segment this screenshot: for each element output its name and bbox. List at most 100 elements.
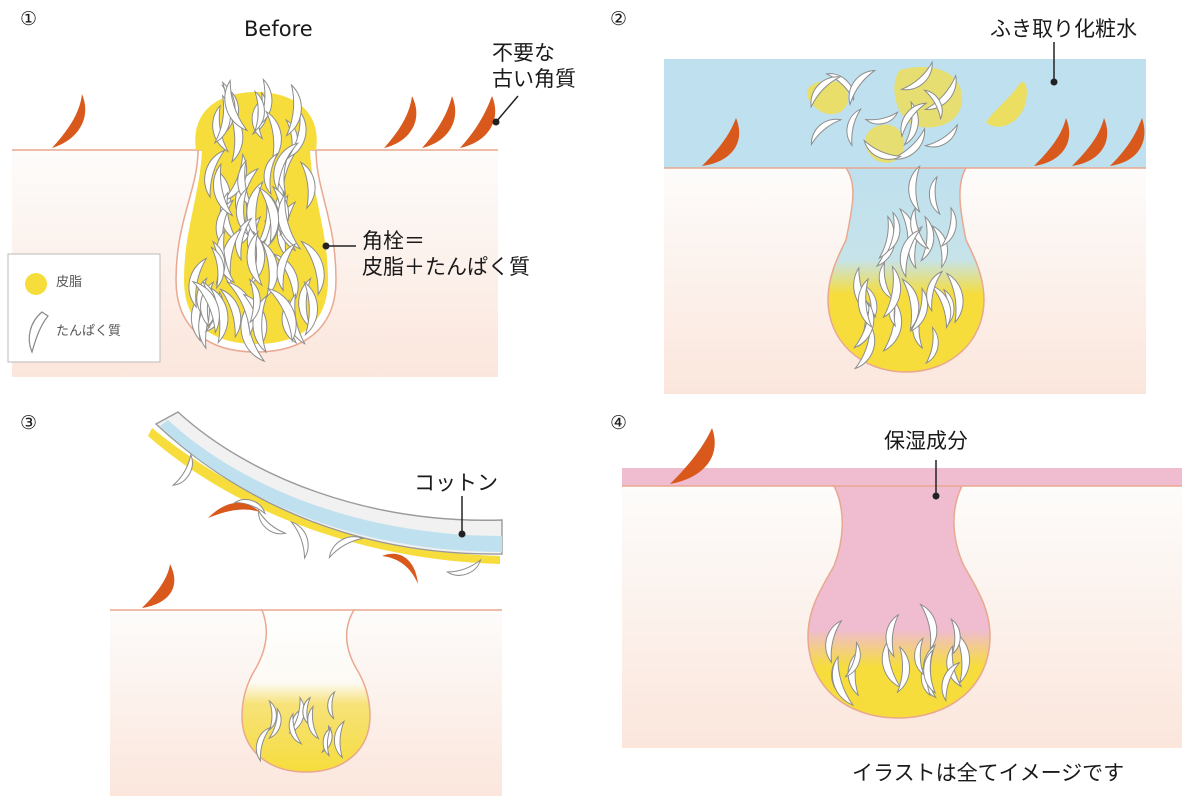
panel-1-title: Before [244,17,313,41]
p3-cotton-toner [160,420,502,552]
protein-flake-icon [266,287,297,343]
protein-flake-icon [328,536,365,560]
protein-flake-icon [910,206,930,250]
p3-leader-dot [458,530,466,538]
panel-4 [622,428,1182,748]
protein-flake-icon [853,323,876,370]
protein-flake-icon [908,164,921,214]
panel-3-number: ③ [20,412,38,434]
legend [7,253,161,363]
protein-flake-icon [267,706,282,740]
protein-flake-icon [204,149,226,199]
panel-2-number: ② [610,8,628,30]
protein-flake-icon [885,613,900,658]
protein-flake-icon [333,720,346,759]
protein-flake-icon [191,280,220,335]
protein-flake-icon [946,644,963,688]
protein-flake-icon [277,192,302,251]
old-keratin-icon [1072,118,1108,166]
protein-flake-icon [268,699,277,731]
protein-flake-icon [219,288,242,339]
legend-protein-label: たんぱく質 [56,324,122,339]
protein-flake-icon [258,186,279,245]
protein-flake-icon [288,712,303,745]
panel-3 [110,411,503,796]
protein-flake-icon [249,230,266,286]
protein-flake-icon [886,210,901,253]
protein-flake-icon [322,726,332,758]
protein-flake-icon [919,603,938,651]
p1-leader-dot [492,118,500,126]
old-keratin-icon [142,564,175,608]
protein-flake-icon [235,187,250,237]
old-keratin-icon [208,502,260,518]
protein-flake-icon [941,661,961,703]
protein-flake-icon [825,73,855,102]
protein-flake-icon [920,215,935,262]
protein-flake-icon [863,139,903,160]
protein-flake-icon [276,242,297,293]
protein-flake-icon [864,111,899,125]
old-keratin-icon [1034,118,1070,166]
protein-flake-icon [931,224,949,269]
legend-protein-icon [28,311,49,354]
protein-flake-icon [210,246,225,290]
protein-flake-icon [924,325,939,365]
old-keratin-icon [382,553,418,584]
protein-flake-icon [224,78,249,132]
protein-flake-icon [899,228,922,279]
protein-flake-icon [950,617,961,656]
protein-flake-icon [255,726,272,763]
protein-flake-icon [258,509,288,535]
footnote: イラストは全てイメージです [852,761,1125,785]
p1-protein-flakes [188,78,325,363]
p2-leader-dot [1050,78,1058,86]
protein-flake-icon [327,690,336,720]
protein-flake-icon [899,60,933,91]
old-keratin-icon [1110,118,1145,166]
moisture-label: 保湿成分 [884,429,968,453]
plug-label: 角栓＝ 皮脂＋たんぱく質 [362,229,530,280]
p2-protein-flakes [810,60,964,370]
old-keratin-icon [670,428,715,484]
protein-flake-icon [953,631,971,685]
p1-leader-dot [322,242,330,250]
protein-flake-icon [900,102,928,139]
protein-flake-icon [930,284,952,330]
protein-flake-icon [300,240,325,297]
toner-label: ふき取り化粧水 [990,17,1137,41]
p3-protein-flakes [255,690,346,763]
protein-flake-icon [226,281,255,336]
protein-flake-icon [188,257,208,309]
protein-flake-icon [846,108,862,147]
cotton-label: コットン [414,471,498,495]
protein-flake-icon [234,217,253,262]
protein-flake-icon [926,270,944,313]
protein-flake-icon [923,648,937,695]
protein-flake-icon [914,636,925,677]
protein-flake-icon [901,277,920,331]
p2-sebum-blob [986,82,1027,127]
legend-sebum-label: 皮脂 [56,275,83,290]
protein-flake-icon [253,90,265,133]
protein-flake-icon [299,161,316,210]
legend-sebum-swatch [25,273,47,295]
protein-flake-icon [171,453,193,486]
protein-flake-icon [246,230,263,287]
protein-flake-icon [290,520,309,560]
protein-flake-icon [848,69,877,107]
p4-leader-dot [932,492,940,500]
protein-flake-icon [853,266,877,318]
panel-2 [664,42,1146,394]
protein-flake-icon [882,264,902,319]
panel-1-number: ① [20,8,38,30]
old-keratin-icon [422,96,456,148]
p4-moisture-layer [622,468,1182,486]
protein-flake-icon [940,206,957,248]
protein-flake-icon [923,123,958,148]
protein-flake-icon [263,152,279,196]
old-keratin-label: 不要な 古い角質 [492,41,576,92]
protein-flake-icon [831,655,855,707]
old-keratin-icon [52,94,86,148]
old-keratin-icon [702,118,740,166]
